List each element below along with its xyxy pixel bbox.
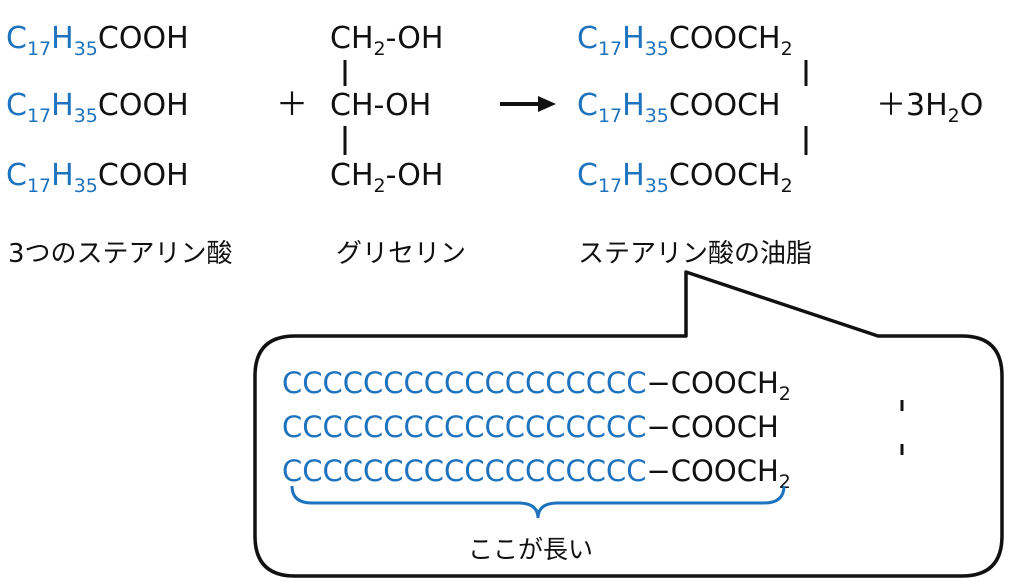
fat-row-3: C17H35COOCH2 (577, 158, 793, 197)
callout-row-3: CCCCCCCCCCCCCCCCCC−COOCH2 (282, 454, 791, 493)
fat-product-column: C17H35COOCH2 C17H35COOCH C17H35COOCH2 (577, 21, 808, 197)
glycerin-structure: CH2-OH CH-OH CH2-OH (330, 21, 443, 197)
label-stearic-acids: 3つのステアリン酸 (8, 239, 233, 269)
stearic-acid-3: C17H35COOH (6, 158, 189, 197)
fat-row-2: C17H35COOCH (577, 88, 781, 127)
glycerin-top: CH2-OH (330, 21, 443, 60)
stearic-acid-1: C17H35COOH (6, 21, 189, 60)
glycerin-middle: CH-OH (330, 88, 431, 123)
plus-sign: ＋ (276, 85, 308, 123)
callout-bubble (253, 270, 1004, 578)
stearic-acid-column: C17H35COOH C17H35COOH C17H35COOH (6, 21, 189, 197)
callout-row-2: CCCCCCCCCCCCCCCCCC−COOCH (282, 410, 779, 444)
callout-structure: CCCCCCCCCCCCCCCCCC−COOCH2 CCCCCCCCCCCCCC… (282, 366, 904, 493)
label-fat: ステアリン酸の油脂 (578, 239, 812, 269)
fat-row-1: C17H35COOCH2 (577, 21, 793, 60)
chain-brace (290, 485, 786, 519)
stearic-acid-2: C17H35COOH (6, 88, 189, 127)
reaction-arrow (500, 96, 556, 112)
glycerin-bottom: CH2-OH (330, 158, 443, 197)
water-product: ＋3H2O (876, 88, 983, 127)
label-glycerin: グリセリン (336, 239, 466, 269)
brace-label: ここが長い (468, 535, 593, 564)
callout-row-1: CCCCCCCCCCCCCCCCCC−COOCH2 (282, 366, 791, 405)
